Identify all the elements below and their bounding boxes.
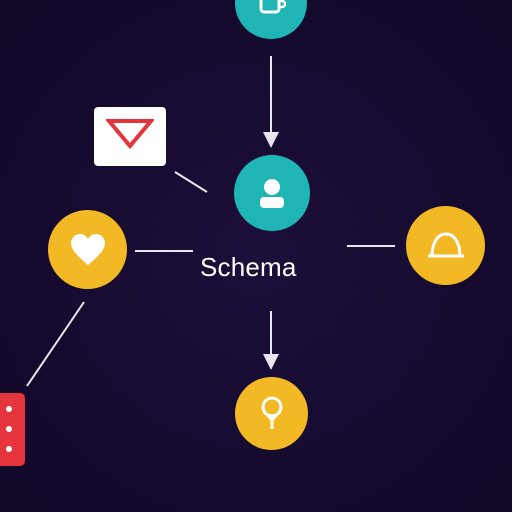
envelope-card [94, 107, 166, 166]
lightbulb-icon [257, 395, 287, 433]
bell-node [406, 206, 485, 285]
user-icon [255, 176, 289, 210]
edge-left-to-side [26, 301, 85, 387]
heart-icon [70, 233, 106, 267]
envelope-icon [104, 118, 156, 155]
cup-icon [256, 0, 286, 28]
bell-icon [425, 230, 467, 262]
center-user-node [234, 155, 310, 231]
heart-node [48, 210, 127, 289]
edge-envelope-to-center [174, 171, 208, 193]
side-card [0, 393, 25, 466]
center-label: Schema [200, 252, 297, 282]
lightbulb-node [235, 377, 308, 450]
